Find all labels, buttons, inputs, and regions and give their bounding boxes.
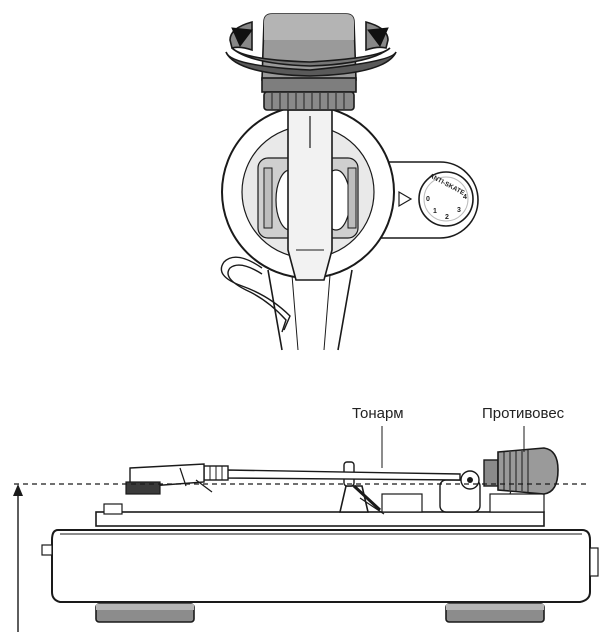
dial-mark-0: 0 <box>426 196 430 203</box>
dial-mark-1: 1 <box>433 208 437 215</box>
cartridge <box>125 481 161 495</box>
label-counterweight: Противовес <box>482 405 565 422</box>
rotation-arrowheads <box>231 27 389 47</box>
tonearm-tube <box>203 465 461 481</box>
top-plate <box>95 511 545 527</box>
height-arrow <box>13 484 23 632</box>
anti-skate-dial: ANTI-SKATE 0 1 2 3 4 <box>418 171 474 227</box>
tonearm-shaft <box>287 109 333 281</box>
turntable-side-view <box>41 447 599 623</box>
dial-mark-3: 3 <box>457 207 461 214</box>
tonearm-base <box>338 470 545 515</box>
dial-mark-2: 2 <box>445 214 449 221</box>
label-leaders <box>381 426 525 468</box>
tonearm-rear-tube <box>267 269 353 351</box>
label-tonearm: Тонарм <box>352 405 404 422</box>
plinth <box>51 529 591 603</box>
dial-mark-4: 4 <box>463 194 467 201</box>
counterweight-side <box>483 447 559 495</box>
tonearm-cable <box>220 256 291 333</box>
feet <box>95 603 545 623</box>
counterweight-knurling <box>271 93 345 109</box>
headshell <box>125 463 213 495</box>
